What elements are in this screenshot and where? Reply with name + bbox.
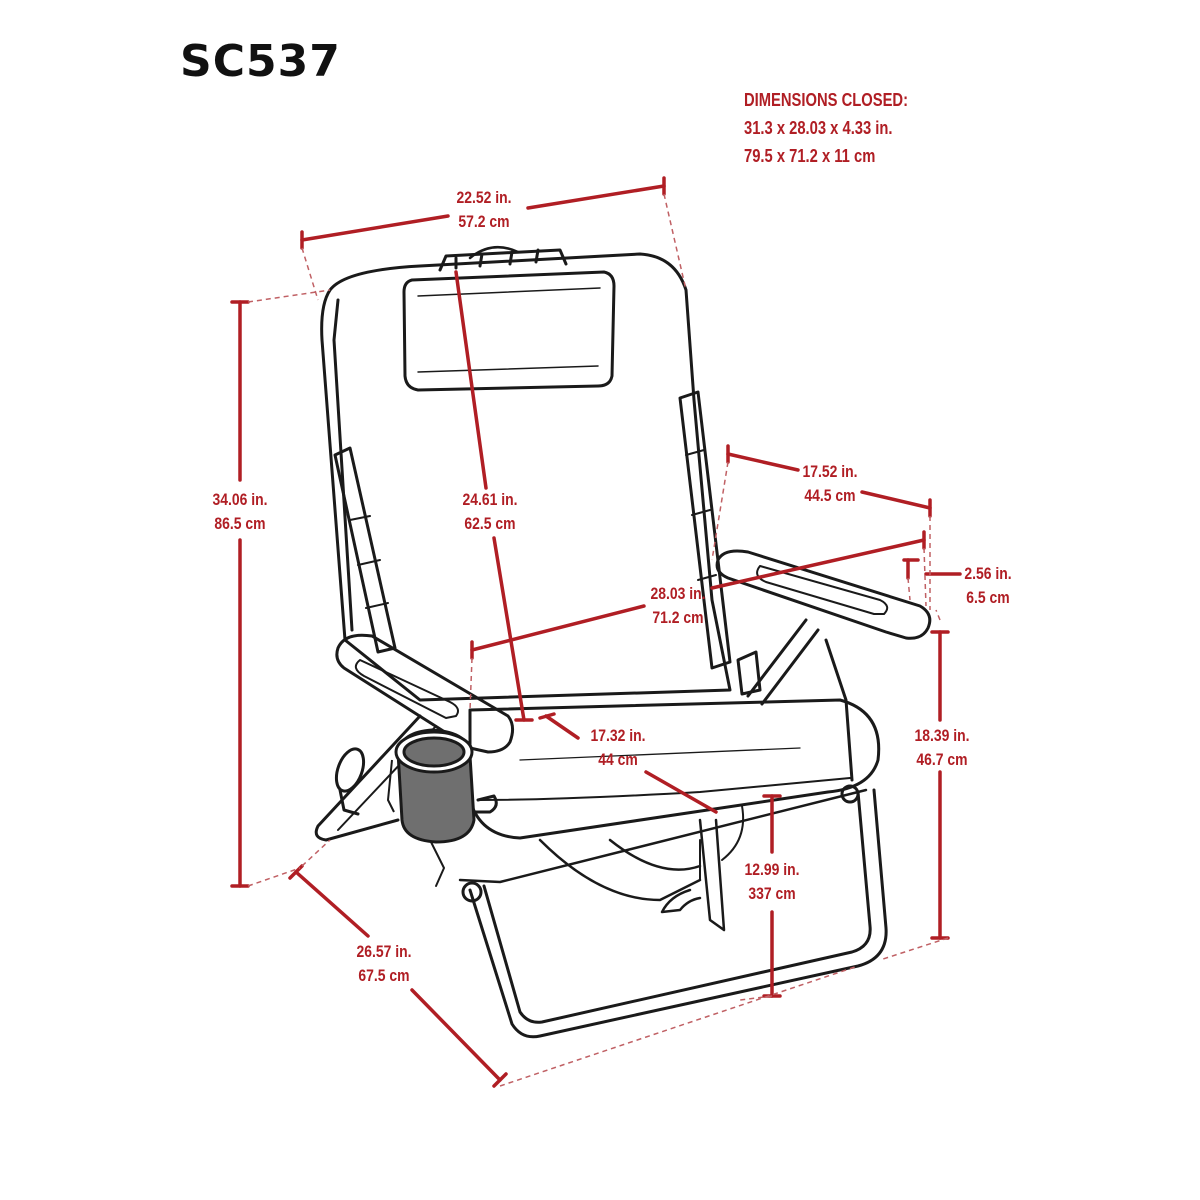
dim-width-top-in: 22.52 in. [456,188,512,207]
dim-back-height-cm: 62.5 cm [464,514,516,533]
back-height-line [454,270,526,722]
closed-dimensions: DIMENSIONS CLOSED: 31.3 x 28.03 x 4.33 i… [744,86,908,170]
dim-seat-depth: 17.32 in. 44 cm [590,724,645,772]
dim-height: 34.06 in. 86.5 cm [212,488,267,536]
dim-height-in: 34.06 in. [212,490,268,509]
dim-back-height-in: 24.61 in. [462,490,518,509]
dim-seat-width: 28.03 in. 71.2 cm [650,582,705,630]
extension-lines [247,193,949,1087]
closed-dimensions-imperial: 31.3 x 28.03 x 4.33 in. [744,118,893,138]
dim-width-top-cm: 57.2 cm [458,212,510,231]
dim-seat-width-cm: 71.2 cm [652,608,704,627]
dim-arm-length-in: 17.52 in. [802,462,858,481]
closed-dimensions-metric: 79.5 x 71.2 x 11 cm [744,146,876,166]
dim-depth-cm: 67.5 cm [358,966,410,985]
depth-line [294,870,502,1082]
seat-depth-line [544,714,718,814]
dim-back-height: 24.61 in. 62.5 cm [462,488,517,536]
width-top-line-right [526,184,666,210]
dim-depth-in: 26.57 in. [356,942,412,961]
dim-width-top: 22.52 in. 57.2 cm [456,186,511,234]
dim-seat-height-cm: 337 cm [748,884,796,903]
seat-width-line [470,538,926,652]
chair-outline [314,245,932,1039]
arm-width-line [906,558,962,580]
dim-arm-length-cm: 44.5 cm [804,486,856,505]
cup-holder [386,728,476,844]
width-top-line-left [300,214,450,242]
dim-arm-height: 18.39 in. 46.7 cm [914,724,969,772]
dim-arm-height-cm: 46.7 cm [916,750,968,769]
closed-dimensions-heading: DIMENSIONS CLOSED: [744,90,909,110]
dim-height-cm: 86.5 cm [214,514,266,533]
model-title: SC537 [180,36,341,87]
dim-seat-height: 12.99 in. 337 cm [744,858,799,906]
arm-length-line [726,452,932,510]
dim-seat-width-in: 28.03 in. [650,584,706,603]
dim-arm-length: 17.52 in. 44.5 cm [802,460,857,508]
dim-arm-height-in: 18.39 in. [914,726,970,745]
dim-seat-depth-in: 17.32 in. [590,726,646,745]
dim-seat-height-in: 12.99 in. [744,860,800,879]
dim-depth: 26.57 in. 67.5 cm [356,940,411,988]
dim-arm-width-cm: 6.5 cm [966,588,1010,607]
dimension-lines [230,176,962,1088]
dim-seat-depth-cm: 44 cm [598,750,638,769]
dim-arm-width-in: 2.56 in. [964,564,1012,583]
dim-arm-width: 2.56 in. 6.5 cm [964,562,1011,610]
